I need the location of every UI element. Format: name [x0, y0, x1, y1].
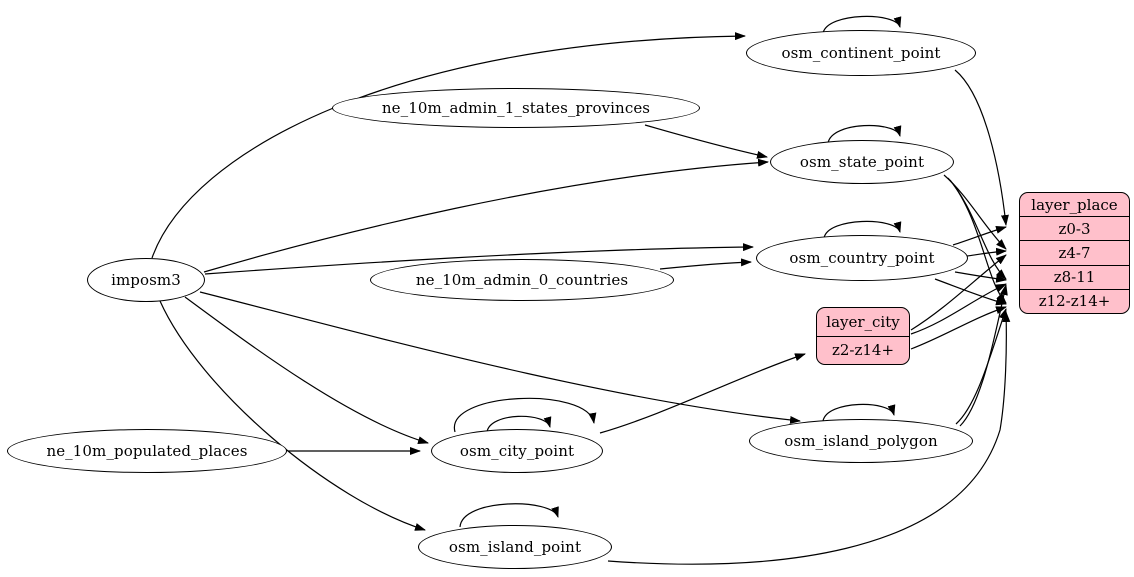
edge-imposm3-island-polygon: [199, 291, 801, 424]
edge-imposm3-continent: [151, 32, 746, 259]
node-ne-10m-admin-0-countries[interactable]: ne_10m_admin_0_countries: [370, 259, 674, 301]
node-osm-state-point[interactable]: osm_state_point: [770, 140, 954, 184]
edge-selfloop-state: [827, 124, 902, 144]
edge-ne-countries-country: [659, 258, 752, 270]
node-osm-continent-point-label: osm_continent_point: [781, 43, 941, 62]
layer-place-row-z12-z14plus[interactable]: z12-z14+: [1020, 288, 1129, 313]
edge-country-layerplace-z03: [952, 225, 1007, 246]
edge-islandpolygon-layerplace-z1214: [955, 308, 1007, 425]
edge-islandpoint-layerplace-z1214: [607, 311, 1011, 565]
edge-continent-layerplace-z03: [954, 69, 1009, 226]
node-osm-island-point[interactable]: osm_island_point: [418, 525, 612, 569]
node-osm-continent-point[interactable]: osm_continent_point: [746, 30, 976, 76]
edge-selfloop-island-polygon: [822, 403, 896, 422]
edge-country-layerplace-z1214: [934, 278, 1007, 306]
node-osm-city-point-label: osm_city_point: [459, 441, 575, 460]
layer-place-row-z8-11[interactable]: z8-11: [1020, 264, 1129, 289]
edge-state-layerplace-z1214: [949, 179, 1007, 304]
edge-selfloop-city-outer: [454, 397, 597, 433]
edge-imposm3-country: [204, 243, 754, 275]
layer-place-row-z0-3[interactable]: z0-3: [1020, 216, 1129, 240]
node-osm-island-polygon-label: osm_island_polygon: [784, 431, 938, 450]
layer-place-title: layer_place: [1031, 195, 1118, 214]
node-ne-10m-populated-places[interactable]: ne_10m_populated_places: [7, 429, 287, 473]
layer-city-title: layer_city: [826, 312, 900, 331]
node-osm-country-point-label: osm_country_point: [789, 248, 935, 267]
edge-ne-states-state: [644, 124, 768, 159]
node-ne-countries-label: ne_10m_admin_0_countries: [415, 270, 629, 289]
edge-selfloop-country: [823, 220, 902, 239]
node-layer-city[interactable]: layer_city z2-z14+: [816, 307, 910, 365]
edge-layercity-layerplace-z811: [910, 283, 1007, 335]
edge-selfloop-continent: [822, 15, 902, 34]
edge-city-layercity: [599, 353, 806, 434]
node-osm-island-point-label: osm_island_point: [448, 537, 582, 556]
node-osm-state-point-label: osm_state_point: [799, 152, 925, 171]
edge-imposm3-city: [184, 296, 429, 445]
edge-imposm3-island-point: [159, 300, 426, 531]
node-ne-10m-admin-1-states-provinces[interactable]: ne_10m_admin_1_states_provinces: [332, 88, 700, 128]
node-osm-island-polygon[interactable]: osm_island_polygon: [749, 419, 973, 463]
edge-layercity-layerplace-z47: [910, 254, 1007, 331]
node-imposm3[interactable]: imposm3: [87, 258, 205, 302]
node-layer-place[interactable]: layer_place z0-3 z4-7 z8-11 z12-z14+: [1019, 192, 1130, 314]
layer-place-row-z4-7[interactable]: z4-7: [1020, 240, 1129, 264]
node-osm-city-point[interactable]: osm_city_point: [431, 429, 603, 473]
node-ne-places-label: ne_10m_populated_places: [46, 441, 248, 460]
edge-selfloop-island-point: [459, 503, 559, 528]
layer-city-row-z2-z14plus[interactable]: z2-z14+: [817, 335, 909, 365]
edge-country-layerplace-z47: [966, 247, 1007, 257]
edge-layercity-layerplace-z1214: [910, 306, 1007, 350]
node-osm-country-point[interactable]: osm_country_point: [756, 235, 968, 281]
edge-imposm3-state: [203, 158, 769, 273]
node-ne-states-label: ne_10m_admin_1_states_provinces: [381, 98, 651, 117]
edge-selfloop-city-inner: [486, 415, 552, 433]
node-imposm3-label: imposm3: [111, 270, 181, 289]
edge-country-layerplace-z811: [954, 271, 1007, 283]
